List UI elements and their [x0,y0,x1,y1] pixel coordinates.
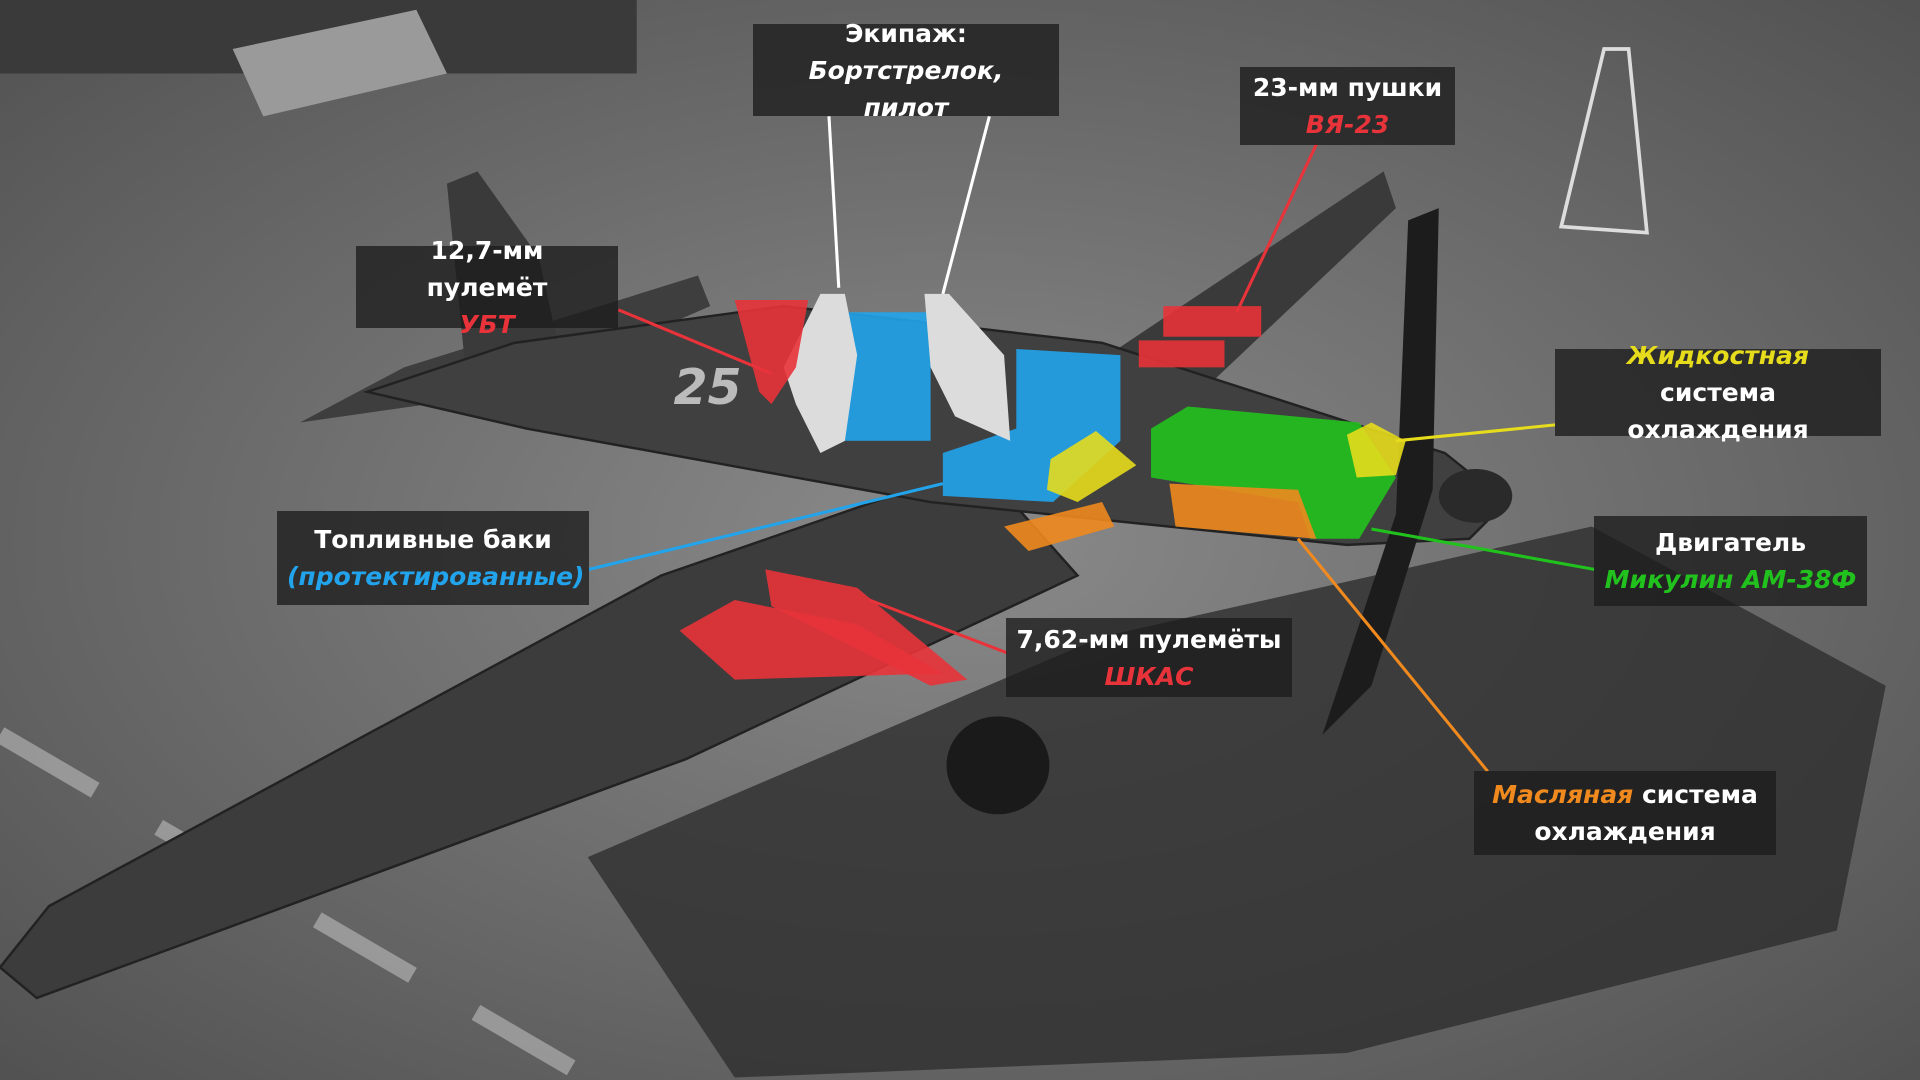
liquid-cooling-rest: система [1660,378,1776,407]
spinner [1438,468,1513,523]
concrete-block [232,9,447,117]
cannon-leader [1235,143,1318,313]
oil-cooling-rest: система [1641,780,1758,809]
crew-leader-2 [941,115,991,295]
crew-detail: Бортстрелок, пилот [808,55,1004,122]
oil-cooling-highlight: Масляная [1492,780,1634,809]
shkas-2 [679,600,943,680]
light-mg-title: 7,62-мм пулемёты [1016,624,1282,654]
label-liquid-cooling: Жидкостная система охлаждения [1555,341,1881,444]
cannon-2 [1138,340,1225,368]
liquid-leader [1395,423,1556,443]
cannon-1 [1163,306,1262,337]
engine-leader [1371,527,1595,571]
cannons-title: 23-мм пушки [1252,73,1443,102]
landing-gear [946,716,1050,815]
label-fuel: Топливные баки (протектированные) [277,511,589,605]
fuel-detail: (протектированные) [287,562,585,591]
shkas-leader [868,598,1008,655]
oil-cooler [1169,483,1317,539]
ubt-leader [617,308,773,375]
label-engine: Двигатель Микулин АМ-38Ф [1594,516,1867,606]
liquid-cooling-line2: охлаждения [1627,415,1809,444]
liquid-cooling-highlight: Жидкостная [1627,341,1809,370]
light-mg-detail: ШКАС [1104,661,1194,691]
runway-marking [0,727,593,1080]
oil-cooler-2 [1004,502,1115,552]
pilot-figure [924,293,1011,441]
engine-detail: Микулин АМ-38Ф [1604,565,1857,594]
label-light-mg: 7,62-мм пулемёты ШКАС [1006,618,1292,697]
ladder [1558,47,1649,235]
label-oil-cooling: Масляная система охлаждения [1474,771,1776,855]
fuel-title: Топливные баки [314,525,552,554]
aircraft-shadow [587,526,1886,1078]
crew-title: Экипаж: [845,18,967,48]
engine-block [1151,406,1396,539]
liquid-radiator-2 [1046,431,1137,503]
label-cannons: 23-мм пушки ВЯ-23 [1240,67,1455,145]
heavy-mg-title: 12,7-мм пулемёт [426,235,548,302]
tail-number: 25 [673,359,741,416]
engine-title: Двигатель [1654,528,1807,557]
oil-leader [1296,537,1489,773]
fuel-tank-rear [844,312,931,441]
fuel-leader [588,482,944,571]
liquid-radiator [1346,422,1406,478]
ubt-gun [734,300,809,405]
cannons-detail: ВЯ-23 [1305,110,1390,139]
crew-leader-1 [827,116,841,288]
shkas-1 [765,569,968,686]
oil-cooling-line2: охлаждения [1534,817,1716,846]
label-crew: Экипаж: Бортстрелок, пилот [753,19,1059,122]
heavy-mg-detail: УБТ [459,309,515,339]
propeller [1322,208,1439,735]
label-heavy-mg: 12,7-мм пулемёт УБТ [356,236,618,339]
